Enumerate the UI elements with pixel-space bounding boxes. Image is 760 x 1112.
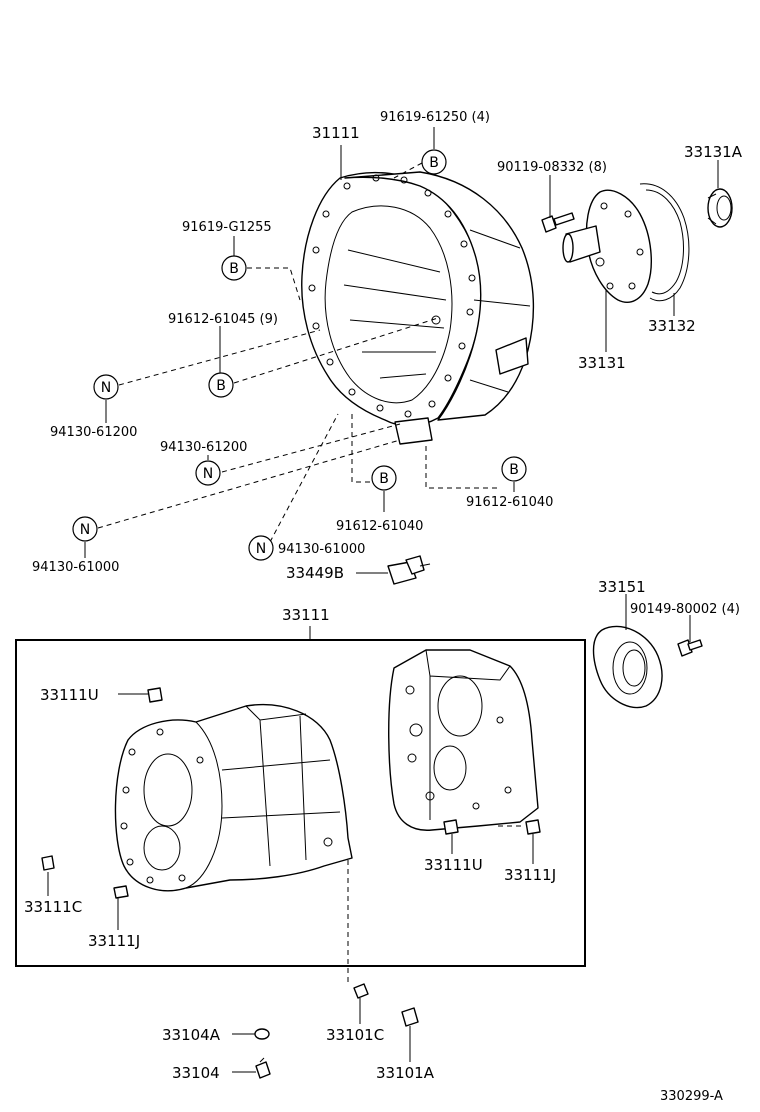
pin-33111U-right[interactable] [443,819,459,835]
callout-n-94130-61000-a: N [72,516,98,542]
leader-lines [47,127,719,1073]
label-33104: 33104 [172,1064,220,1082]
svg-text:B: B [216,378,226,394]
label-91612-61040-a: 91612-61040 [336,519,423,534]
callout-b-91619-61250: B [421,149,447,175]
svg-text:B: B [509,462,519,478]
callout-b-91612-61045: B [208,372,234,398]
oil-seal-33131A[interactable] [707,188,733,228]
gasket-33132[interactable] [639,183,690,302]
svg-text:B: B [229,261,239,277]
label-33104A: 33104A [162,1026,221,1044]
label-91619-G1255: 91619-G1255 [182,220,272,235]
svg-text:B: B [379,471,389,487]
label-33111J-b: 33111J [88,932,140,950]
svg-text:N: N [80,522,90,538]
assembly-box-33111 [15,639,586,967]
extension-housing-33131[interactable] [562,189,652,303]
label-33449B: 33449B [286,564,344,582]
svg-text:B: B [429,155,439,171]
plug-33101A[interactable] [401,1007,419,1027]
label-94130-61200-b: 94130-61200 [160,440,247,455]
label-33111C: 33111C [24,898,82,916]
label-33131: 33131 [578,354,626,372]
label-33101A: 33101A [376,1064,435,1082]
retainer-33151[interactable] [592,625,663,709]
clutch-housing-31111[interactable] [301,171,535,445]
label-94130-61200-a: 94130-61200 [50,425,137,440]
label-33151: 33151 [598,578,646,596]
callout-n-94130-61200-a: N [93,374,119,400]
label-91619-61250: 91619-61250 (4) [380,110,490,125]
label-33132: 33132 [648,317,696,335]
plug-33111U-top[interactable] [147,687,163,703]
label-33101C: 33101C [326,1026,384,1044]
callout-n-94130-61200-b: N [195,460,221,486]
callout-b-91612-61040-a: B [371,465,397,491]
svg-text:N: N [256,541,266,557]
pin-33111J-left[interactable] [113,885,129,899]
pin-33111J-right[interactable] [525,819,541,835]
label-94130-61000-b: 94130-61000 [278,542,365,557]
intermediate-plate-33111[interactable] [388,649,539,831]
plug-33101C[interactable] [353,983,369,999]
label-90119-08332: 90119-08332 (8) [497,160,607,175]
reference-code: 330299-A [660,1089,723,1104]
washer-33104A[interactable] [254,1028,270,1040]
callout-n-94130-61000-b: N [248,535,274,561]
callout-b-91612-61040-b: B [501,456,527,482]
svg-text:N: N [101,380,111,396]
label-91612-61040-b: 91612-61040 [466,495,553,510]
label-31111: 31111 [312,124,360,142]
switch-33449B[interactable] [387,555,431,585]
label-94130-61000-a: 94130-61000 [32,560,119,575]
transmission-case-33111[interactable] [114,703,353,892]
plug-33104[interactable] [255,1057,271,1079]
label-91612-61045: 91612-61045 (9) [168,312,278,327]
bolt-90149-80002[interactable] [677,639,703,657]
label-90149-80002: 90149-80002 (4) [630,602,740,617]
label-33111: 33111 [282,606,330,624]
svg-text:N: N [203,466,213,482]
label-33111U-b: 33111U [424,856,483,874]
bolt-90119-08332[interactable] [541,212,575,233]
label-33111J-a: 33111J [504,866,556,884]
callout-b-91619-G1255: B [221,255,247,281]
label-33131A: 33131A [684,143,743,161]
label-33111U-a: 33111U [40,686,99,704]
plug-33111C[interactable] [41,855,55,871]
